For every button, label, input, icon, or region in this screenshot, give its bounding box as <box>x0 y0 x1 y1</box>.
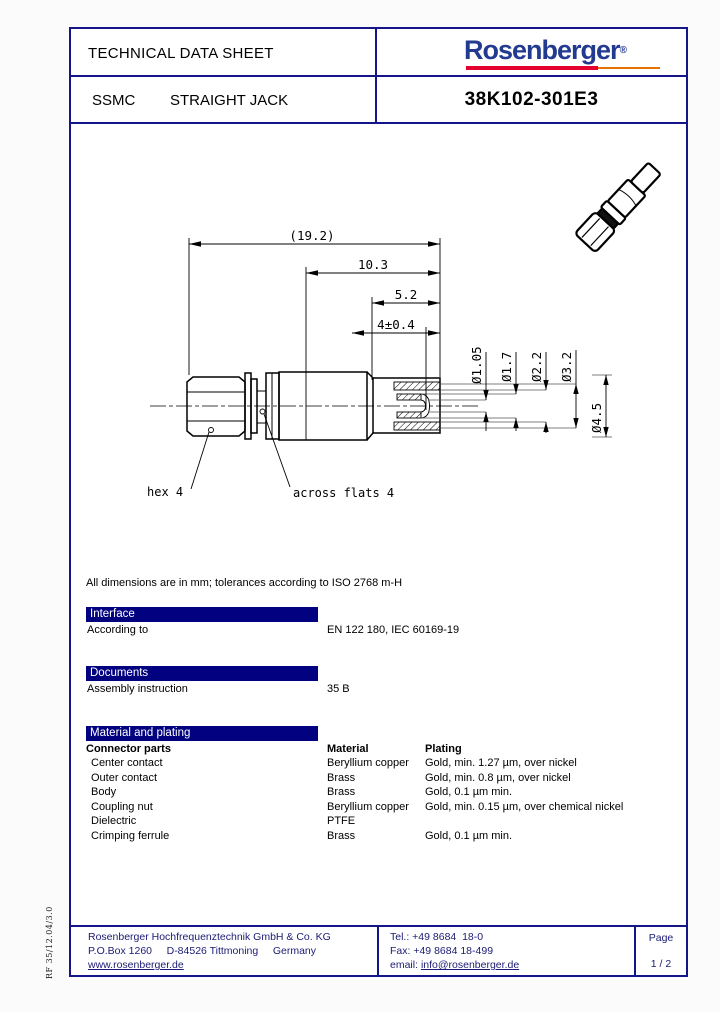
part-cell: Coupling nut <box>91 801 153 813</box>
footer-address: P.O.Box 1260 D-84526 Tittmoning Germany <box>88 945 317 957</box>
material-col-header-material: Material <box>327 743 369 755</box>
footer-website-link[interactable]: www.rosenberger.de <box>88 959 184 971</box>
rosenberger-logo: Rosenberger® <box>464 37 676 70</box>
length-dimension-lines <box>188 238 441 440</box>
part-cell: Crimping ferrule <box>91 830 170 842</box>
material-col-header-plating: Plating <box>425 743 462 755</box>
dia-2-2: Ø2.2 <box>529 352 544 382</box>
callout-labels: hex 4 across flats 4 <box>147 485 394 500</box>
footer-email-link[interactable]: info@rosenberger.de <box>420 959 520 971</box>
diameter-labels: Ø1.05 Ø1.7 Ø2.2 Ø3.2 Ø4.5 <box>469 346 604 433</box>
footer-column-divider-2 <box>634 925 636 977</box>
dim-10-3: 10.3 <box>358 257 388 272</box>
header-divider-2 <box>69 122 688 124</box>
material-cell: Brass <box>327 830 356 842</box>
leader-lines <box>190 408 291 490</box>
dimension-arrowheads <box>189 241 440 336</box>
material-cell: Brass <box>327 772 356 784</box>
connector-side-view <box>186 371 441 441</box>
dia-1-7: Ø1.7 <box>499 352 514 382</box>
part-number: 38K102-301E3 <box>464 89 599 110</box>
header-column-divider <box>375 27 377 124</box>
page-label: Page <box>648 932 674 944</box>
plating-cell: Gold, min. 0.8 µm, over nickel <box>425 772 571 784</box>
product-series: SSMC <box>92 92 136 109</box>
documents-row-value: 35 B <box>327 683 350 695</box>
part-cell: Outer contact <box>91 772 158 784</box>
part-cell: Dielectric <box>91 815 137 827</box>
dimension-note: All dimensions are in mm; tolerances acc… <box>86 577 403 589</box>
part-cell: Body <box>91 786 117 798</box>
dia-3-2: Ø3.2 <box>559 352 574 382</box>
logo-underline-orange <box>598 67 660 69</box>
technical-drawing: (19.2) 10.3 5.2 4±0.4 Ø1.05 Ø1.7 Ø2.2 Ø3… <box>147 162 661 500</box>
diameter-reference-lines <box>421 374 612 438</box>
logo-underline-red <box>466 66 598 70</box>
footer-column-divider-1 <box>377 925 379 977</box>
material-col-header-parts: Connector parts <box>86 743 171 755</box>
form-revision-note: RF 35/12.04/3.0 <box>45 906 54 979</box>
dim-4-tol: 4±0.4 <box>377 317 415 332</box>
document-title: TECHNICAL DATA SHEET <box>88 45 274 62</box>
footer-company: Rosenberger Hochfrequenztechnik GmbH & C… <box>88 931 331 943</box>
product-type: STRAIGHT JACK <box>170 92 289 109</box>
dia-4-5: Ø4.5 <box>589 403 604 433</box>
diameter-arrowheads <box>483 375 609 437</box>
material-cell: Brass <box>327 786 356 798</box>
dia-1-05: Ø1.05 <box>469 346 484 384</box>
material-section-header: Material and plating <box>86 726 318 741</box>
documents-section-header: Documents <box>86 666 318 681</box>
interface-section-header: Interface <box>86 607 318 622</box>
across-flats-callout: across flats 4 <box>293 486 394 500</box>
material-cell: Beryllium copper <box>327 801 409 813</box>
interface-row-value: EN 122 180, IEC 60169-19 <box>327 624 460 636</box>
dim-overall-length: (19.2) <box>289 228 334 243</box>
footer-tel: Tel.: +49 8684 18-0 <box>390 931 484 943</box>
dimension-labels: (19.2) 10.3 5.2 4±0.4 <box>289 228 417 332</box>
hex-callout: hex 4 <box>147 485 183 499</box>
footer-email-label: email: <box>390 959 421 971</box>
registered-trademark-symbol: ® <box>619 45 627 56</box>
connector-3d-thumbnail <box>575 162 661 252</box>
plating-cell: Gold, min. 1.27 µm, over nickel <box>425 757 577 769</box>
footer-fax: Fax: +49 8684 18-499 <box>390 945 494 957</box>
footer-email-row: email: info@rosenberger.de <box>390 959 519 971</box>
page-number: 1 / 2 <box>650 958 672 970</box>
plating-cell: Gold, min. 0.15 µm, over chemical nickel <box>425 801 624 813</box>
material-cell: PTFE <box>327 815 356 827</box>
interface-row-label: According to <box>87 624 149 636</box>
logo-wordmark: Rosenberger® <box>464 37 676 64</box>
material-cell: Beryllium copper <box>327 757 409 769</box>
logo-text: Rosenberger <box>464 35 621 65</box>
cross-section-hatching <box>393 381 441 431</box>
logo-underline <box>466 66 676 70</box>
documents-row-label: Assembly instruction <box>87 683 188 695</box>
plating-cell: Gold, 0.1 µm min. <box>425 830 513 842</box>
document-frame <box>69 27 688 977</box>
header-divider-1 <box>69 75 688 77</box>
plating-cell: Gold, 0.1 µm min. <box>425 786 513 798</box>
part-cell: Center contact <box>91 757 163 769</box>
dim-5-2: 5.2 <box>395 287 418 302</box>
